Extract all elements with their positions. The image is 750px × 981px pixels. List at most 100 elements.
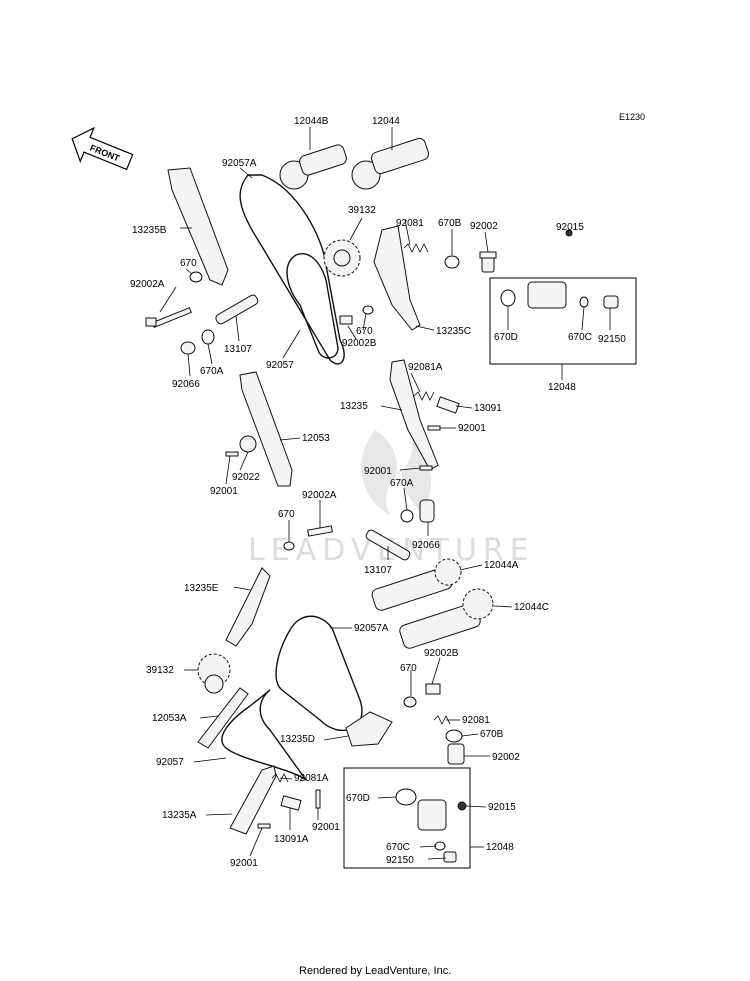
- tensioner-13235C: [373, 225, 421, 331]
- spring-92081-top: [403, 243, 429, 253]
- bolt-92002B-mid: [339, 315, 353, 325]
- tensioner-12048-low: [395, 788, 467, 863]
- label-92081-top: 92081: [396, 218, 424, 229]
- label-670A-mid: 670A: [390, 478, 414, 489]
- oring-670-mid: [362, 305, 374, 315]
- bolt-92002B-low: [425, 683, 441, 695]
- label-13235A: 13235A: [162, 810, 197, 821]
- oring-670A-left: [201, 329, 215, 345]
- chain-92057-top: [286, 253, 339, 359]
- label-670A-left: 670A: [200, 366, 224, 377]
- pin-13107-top: [215, 294, 259, 325]
- bolt-92002A-mid: [307, 525, 333, 537]
- bracket-13091A: [280, 795, 302, 811]
- guide-13235A: [229, 765, 277, 835]
- label-92057A-low: 92057A: [354, 623, 389, 634]
- label-13235C: 13235C: [436, 326, 471, 337]
- camshaft-12044A: [371, 558, 462, 611]
- tensioner-box-12048-top: [489, 277, 637, 365]
- label-12048-top: 12048: [548, 382, 576, 393]
- gear-39132-low: [197, 653, 231, 694]
- label-92081A-low: 92081A: [294, 773, 329, 784]
- tensioner-13235D: [345, 711, 393, 747]
- bolt-92001-c: [419, 465, 433, 471]
- label-13235: 13235: [340, 401, 368, 412]
- label-12044B: 12044B: [294, 116, 329, 127]
- bolt-92001-a: [427, 425, 441, 431]
- label-92150-low: 92150: [386, 855, 414, 866]
- chain-92057A-top: [239, 174, 345, 365]
- label-13091A: 13091A: [274, 834, 309, 845]
- label-12048-low: 12048: [486, 842, 514, 853]
- label-39132-top: 39132: [348, 205, 376, 216]
- label-92001-b: 92001: [210, 486, 238, 497]
- bracket-13091: [436, 396, 460, 414]
- label-92002-top: 92002: [470, 221, 498, 232]
- oring-670A-mid: [400, 509, 414, 523]
- label-670B-top: 670B: [438, 218, 462, 229]
- tensioner-box-12048-low: [343, 767, 471, 869]
- label-92001-d: 92001: [312, 822, 340, 833]
- bolt-92002-top: [479, 251, 497, 273]
- label-13235E: 13235E: [184, 583, 219, 594]
- label-670B-low: 670B: [480, 729, 504, 740]
- label-670-mid: 670: [356, 326, 373, 337]
- guide-13235B: [167, 167, 229, 286]
- diagram-code: E1230: [619, 112, 645, 122]
- label-92002A-left: 92002A: [130, 279, 165, 290]
- label-13107-top: 13107: [224, 344, 252, 355]
- label-92015-low: 92015: [488, 802, 516, 813]
- label-92002B-low: 92002B: [424, 648, 459, 659]
- label-39132-low: 39132: [146, 665, 174, 676]
- footer-credit: Rendered by LeadVenture, Inc.: [299, 965, 451, 977]
- part-labels: 12044B 12044 92057A 13235B 39132 92081 6…: [130, 116, 626, 869]
- label-12053: 12053: [302, 433, 330, 444]
- label-13091: 13091: [474, 403, 502, 414]
- bolt-92001-d: [315, 789, 321, 809]
- label-13235B: 13235B: [132, 225, 167, 236]
- label-92002-low: 92002: [492, 752, 520, 763]
- label-92150-top: 92150: [598, 334, 626, 345]
- pin-13107-low: [365, 529, 411, 561]
- oring-670-low2: [403, 696, 417, 708]
- chain-92057-low: [221, 689, 307, 781]
- label-92022: 92022: [232, 472, 260, 483]
- label-670D-top: 670D: [494, 332, 518, 343]
- tensioner-12048-top: [500, 229, 619, 309]
- label-92001-a: 92001: [458, 423, 486, 434]
- label-670-low: 670: [278, 509, 295, 520]
- oring-670-left: [189, 271, 203, 283]
- oring-670B-low: [445, 729, 463, 743]
- guide-12053A: [197, 687, 249, 749]
- label-670-low2: 670: [400, 663, 417, 674]
- label-92057-low: 92057: [156, 757, 184, 768]
- label-670-left: 670: [180, 258, 197, 269]
- washer-92022: [239, 435, 257, 453]
- guide-12053: [239, 371, 293, 487]
- label-12044C: 12044C: [514, 602, 549, 613]
- label-92057-mid: 92057: [266, 360, 294, 371]
- camshaft-12044: [351, 137, 429, 190]
- label-92002B-mid: 92002B: [342, 338, 377, 349]
- spring-92081-low: [433, 715, 451, 725]
- label-92057A-top: 92057A: [222, 158, 257, 169]
- guide-13235E: [225, 567, 271, 647]
- plug-92066-low: [419, 499, 435, 523]
- label-670C-low: 670C: [386, 842, 410, 853]
- label-13235D: 13235D: [280, 734, 315, 745]
- label-92066-left: 92066: [172, 379, 200, 390]
- bolt-92001-e: [257, 823, 271, 829]
- gear-39132-top: [323, 239, 361, 277]
- oring-670B-top: [444, 255, 460, 269]
- guide-13235: [389, 359, 439, 471]
- label-92081-low: 92081: [462, 715, 490, 726]
- bolt-92001-b: [225, 451, 239, 457]
- spring-92081A-low: [271, 773, 289, 783]
- label-13107-low: 13107: [364, 565, 392, 576]
- front-arrow-icon: FRONT: [71, 126, 134, 171]
- camshaft-12044C: [399, 588, 494, 649]
- plug-92066-left: [180, 341, 196, 355]
- spring-92081A-top: [413, 391, 435, 401]
- label-12044A: 12044A: [484, 560, 519, 571]
